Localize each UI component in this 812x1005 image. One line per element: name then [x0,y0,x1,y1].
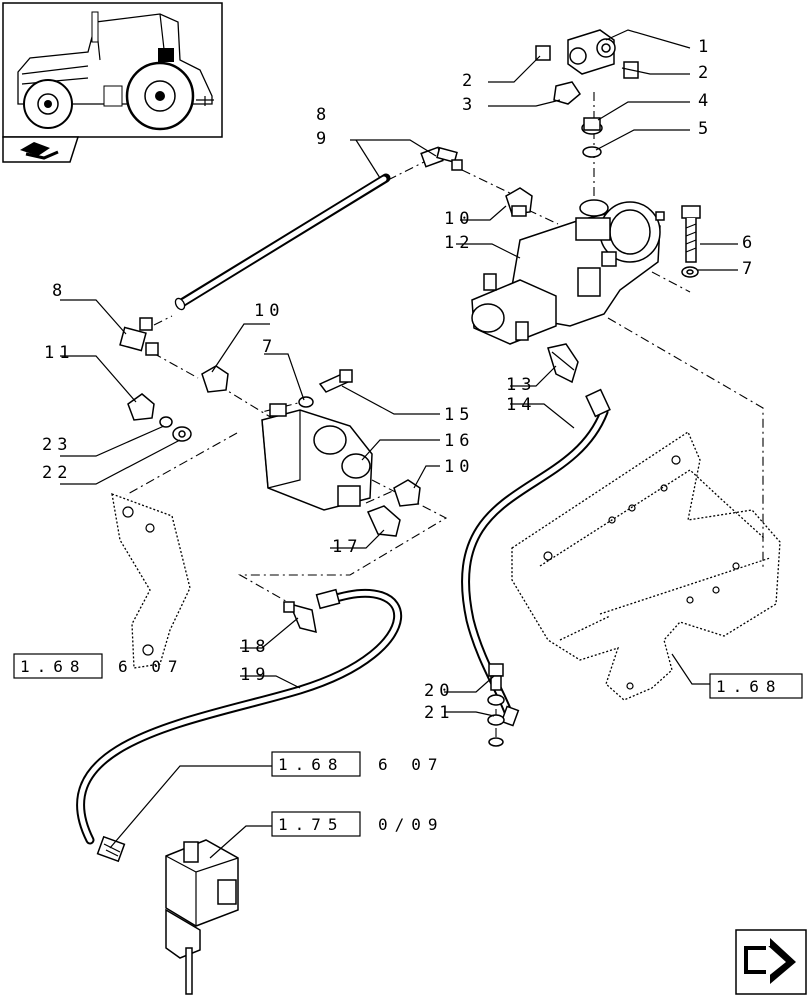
washer-22 [172,426,192,442]
fitting-17 [366,505,401,537]
washer-7-left [298,396,314,408]
callout-15: 15 [444,405,474,425]
callout-13: 13 [506,375,536,395]
center-valve-body [261,403,373,511]
callout-3: 3 [462,95,477,115]
hose-14 [461,388,611,727]
leader-lines [60,29,738,859]
callout-17: 17 [332,537,362,557]
main-valve-assembly [471,199,665,345]
next-page-arrow-icon[interactable] [735,929,807,995]
callout-22: 22 [42,463,72,483]
callout-5: 5 [698,119,713,139]
callout-10b: 10 [254,301,284,321]
callout-2a: 2 [462,71,477,91]
hose-19 [76,588,402,845]
reference-mid-1[interactable]: 1.68 6 07 [271,751,445,777]
callout-14: 14 [506,395,536,415]
reference-left-suffix: 6 07 [118,657,185,676]
reference-mid2-suffix: 0/09 [378,815,445,834]
callout-21: 21 [424,703,454,723]
reference-mid1-boxed: 1.68 [278,755,345,774]
bracket-left [111,493,191,669]
callout-7b: 7 [742,259,757,279]
callout-6: 6 [742,233,757,253]
callout-16: 16 [444,431,474,451]
elbow-fitting-upper [420,146,463,171]
bolt-20 [488,663,504,691]
callout-labels: 1 2 2 3 4 5 6 7 8 9 10 12 8 10 11 7 13 1… [42,37,757,723]
section-symbol-icon [2,136,80,163]
bolt-15 [318,369,353,393]
reference-left[interactable]: 1.68 6 07 [13,653,185,679]
callout-11: 11 [44,343,74,363]
callout-23: 23 [42,435,72,455]
reference-left-boxed: 1.68 [20,657,87,676]
callout-18: 18 [240,637,270,657]
tractor-thumbnail-icon [2,2,223,138]
callout-4: 4 [698,91,713,111]
fitting-10-lower [393,479,421,507]
elbow-fitting-lower [119,317,159,356]
callout-7a: 7 [262,337,277,357]
o-ring-23 [159,416,173,428]
callout-10a: 10 [444,209,474,229]
callout-8a: 8 [52,281,67,301]
fitting-13 [547,343,579,384]
reference-right[interactable]: 1.68 [709,673,803,699]
connector-fitting [96,835,126,863]
callout-19: 19 [240,665,270,685]
callout-2b: 2 [698,63,713,83]
frame-bracket-right [511,431,781,701]
callout-1: 1 [698,37,713,57]
reference-mid2-boxed: 1.75 [278,815,345,834]
elbow-fitting-18 [283,601,317,634]
bolt-6 [681,205,701,263]
fitting-10-upper [505,187,533,217]
callout-10c: 10 [444,457,474,477]
callout-8b: 8 [316,105,331,125]
top-valve-cluster [535,29,639,158]
reference-right-boxed: 1.68 [716,677,783,696]
callout-12: 12 [444,233,474,253]
rigid-tube [174,173,391,311]
callout-20: 20 [424,681,454,701]
washer-21 [487,694,505,747]
reference-mid1-suffix: 6 07 [378,755,445,774]
reference-mid-2[interactable]: 1.75 0/09 [271,811,445,837]
fitting-10-mid [201,365,229,393]
washer-7 [681,266,699,278]
callout-9: 9 [316,129,331,149]
solenoid-valve [165,839,239,995]
